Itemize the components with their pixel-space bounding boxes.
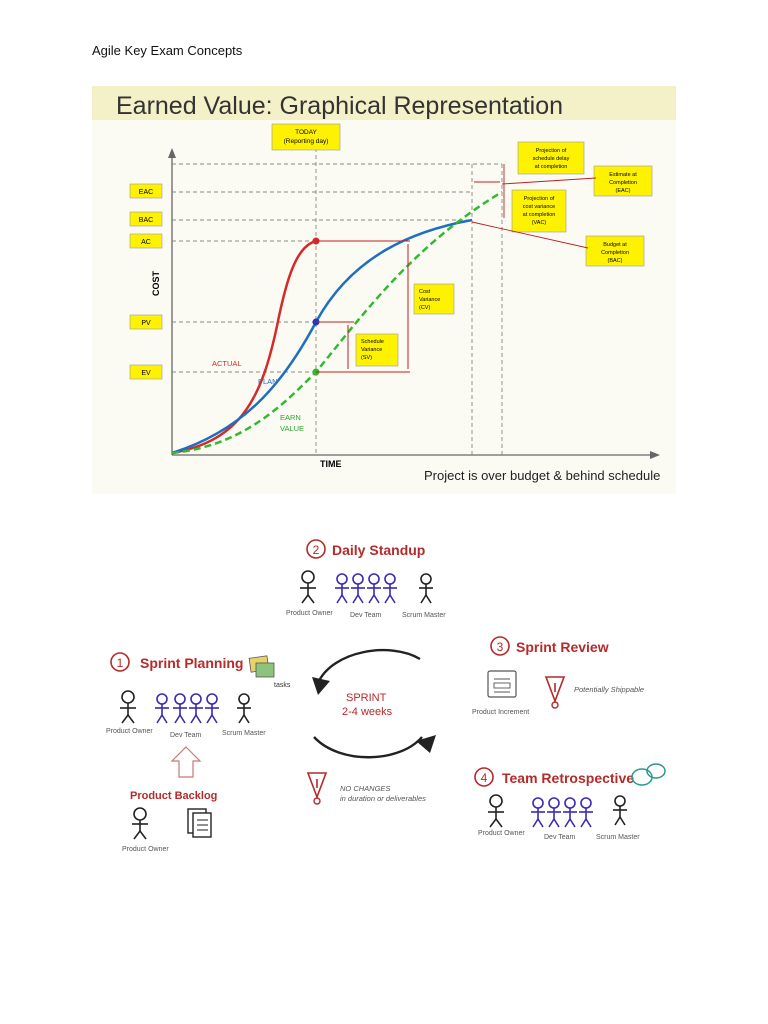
retro-role-po: Product Owner xyxy=(478,830,525,837)
earned-value-figure: Earned Value: Graphical Representation E… xyxy=(92,86,676,494)
ev-y-label: COST xyxy=(151,270,161,296)
team-retrospective-num: 4 xyxy=(481,771,488,785)
cycle-arrow-top-icon xyxy=(312,677,330,695)
plan-label: PLAN xyxy=(258,377,278,386)
standup-role-po: Product Owner xyxy=(286,610,333,617)
callout-pointers xyxy=(471,164,597,249)
y-axis-arrow-icon xyxy=(168,148,176,158)
shippable-label: Potentially Shippable xyxy=(574,685,644,694)
variance-brackets xyxy=(316,240,410,373)
ev-tick-eac: EAC xyxy=(139,189,153,196)
bac-callout xyxy=(585,235,645,267)
cv-line3: (CV) xyxy=(419,305,430,311)
retro-people-icons xyxy=(488,794,627,828)
vac-line2: cost variance xyxy=(523,204,555,210)
actual-curve xyxy=(171,239,317,455)
sprint-cycle xyxy=(312,648,436,759)
x-axis-arrow-icon xyxy=(650,451,660,459)
ev-guides xyxy=(172,148,503,455)
backlog-people-icon xyxy=(132,807,148,840)
sprint-review-num: 3 xyxy=(497,640,504,654)
sv-line3: (SV) xyxy=(361,355,372,361)
retro-role-dev: Dev Team xyxy=(544,834,576,841)
today-label-line1: TODAY xyxy=(295,129,317,136)
today-label-line2: (Reporting day) xyxy=(284,138,329,145)
standup-role-dev: Dev Team xyxy=(350,612,382,619)
backlog-role-po: Product Owner xyxy=(122,846,169,853)
sprint-planning-num: 1 xyxy=(117,656,124,670)
planning-role-dev: Dev Team xyxy=(170,732,202,739)
ev-tick-ac: AC xyxy=(141,239,151,246)
sprint-cycle-line1: SPRINT xyxy=(346,692,387,704)
daily-standup-title: Daily Standup xyxy=(332,542,425,558)
product-increment-icon xyxy=(487,670,517,698)
sprint-cycle-line2: 2-4 weeks xyxy=(342,706,393,718)
no-changes-line1: NO CHANGES xyxy=(340,784,390,793)
product-backlog-title: Product Backlog xyxy=(130,790,217,802)
bac-line2: Completion xyxy=(601,250,629,256)
ev-title: Earned Value: Graphical Representation xyxy=(116,92,563,120)
ev-tick-ev: EV xyxy=(141,370,151,377)
tasks-label: tasks xyxy=(274,682,291,689)
planning-role-po: Product Owner xyxy=(106,728,153,735)
ev-tick-pv: PV xyxy=(141,320,151,327)
cv-line1: Cost xyxy=(419,289,431,295)
warning-icon xyxy=(306,772,328,805)
earn-label-1: EARN xyxy=(280,413,301,422)
ev-y-ticks: EAC BAC AC PV EV xyxy=(129,183,163,380)
shippable-warning-icon xyxy=(544,676,566,709)
chat-bubbles-icon xyxy=(631,763,666,786)
retro-role-sm: Scrum Master xyxy=(596,834,640,841)
sprint-review-step: 3 Sprint Review xyxy=(490,636,609,656)
planning-people-icons xyxy=(120,690,251,724)
today-callout xyxy=(271,123,341,151)
daily-standup-step: 2 Daily Standup xyxy=(306,539,425,559)
cv-callout xyxy=(413,283,455,315)
ev-footer: Project is over budget & behind schedule xyxy=(424,468,660,483)
sv-line2: Variance xyxy=(361,347,382,353)
sd-line3: at completion xyxy=(535,164,568,170)
page-header: Agile Key Exam Concepts xyxy=(92,43,243,58)
earn-label-2: VALUE xyxy=(280,424,304,433)
bac-line1: Budget at xyxy=(603,242,627,248)
vac-line3: at completion xyxy=(523,212,556,218)
eac-line2: Completion xyxy=(609,180,637,186)
daily-standup-num: 2 xyxy=(313,543,320,557)
vac-line1: Projection of xyxy=(524,196,555,202)
standup-people-icons xyxy=(300,570,433,604)
cycle-arrow-bottom-icon xyxy=(416,735,436,753)
document-icon xyxy=(187,808,212,838)
sprint-planning-title: Sprint Planning xyxy=(140,655,243,671)
sprint-figure: 2 Daily Standup Product Owner Dev Team S… xyxy=(100,525,676,855)
sd-line1: Projection of xyxy=(536,148,567,154)
vac-callout xyxy=(511,189,567,233)
ev-axes xyxy=(171,156,652,456)
cv-line2: Variance xyxy=(419,297,440,303)
schedule-delay-callout xyxy=(517,141,585,175)
ev-tick-bac: BAC xyxy=(139,217,153,224)
bac-line3: (BAC) xyxy=(608,258,623,264)
planning-role-sm: Scrum Master xyxy=(222,730,266,737)
eac-line1: Estimate at xyxy=(609,172,637,178)
up-arrow-icon xyxy=(170,746,202,778)
ev-x-label: TIME xyxy=(320,459,342,469)
no-changes-line2: in duration or deliverables xyxy=(340,794,426,803)
tasks-icon xyxy=(248,655,275,678)
sd-line2: schedule delay xyxy=(533,156,570,162)
team-retrospective-title: Team Retrospective xyxy=(502,770,634,786)
product-increment-label: Product Increment xyxy=(472,709,529,716)
sprint-planning-step: 1 Sprint Planning xyxy=(110,652,243,672)
eac-callout xyxy=(593,165,653,197)
earn-value-curve xyxy=(171,190,503,455)
standup-role-sm: Scrum Master xyxy=(402,612,446,619)
sv-line1: Schedule xyxy=(361,339,384,345)
vac-line4: (VAC) xyxy=(532,220,547,226)
team-retrospective-step: 4 Team Retrospective xyxy=(474,767,634,787)
eac-line3: (EAC) xyxy=(616,188,631,194)
actual-label: ACTUAL xyxy=(212,359,242,368)
sv-callout xyxy=(355,333,399,367)
sprint-review-title: Sprint Review xyxy=(516,639,609,655)
